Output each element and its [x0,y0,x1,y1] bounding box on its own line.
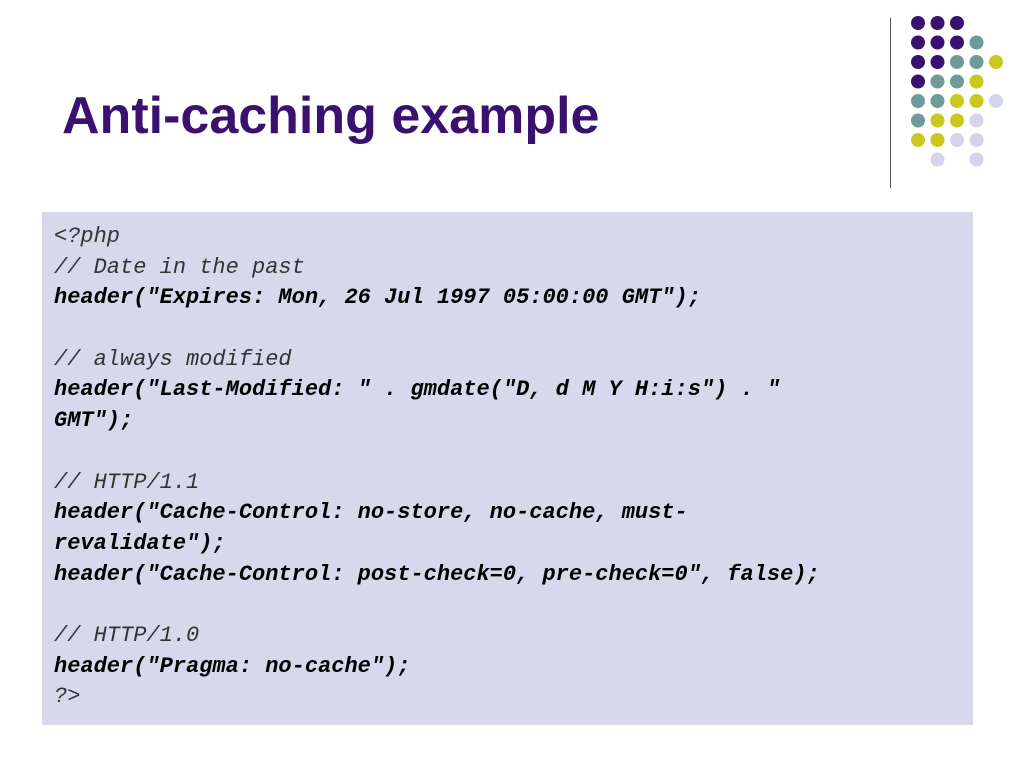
code-statement-line: header("Cache-Control: post-check=0, pre… [54,561,820,587]
code-blank-line [54,437,961,468]
decorative-dot [911,35,925,50]
decorative-dot [989,55,1003,69]
decorative-dot [930,133,945,147]
code-block: <?php // Date in the past header("Expires:… [42,212,973,725]
decorative-dot [950,94,964,108]
decorative-dot [950,16,964,30]
decorative-dot [969,94,984,108]
decorative-dot [930,152,945,167]
decorative-dot [969,35,984,50]
decorative-dot [989,94,1003,108]
code-comment-line: ?> [54,684,81,710]
decorative-dot [950,55,964,69]
decorative-dot [911,74,925,89]
decorative-dot [969,55,984,69]
code-comment-line: <?php [54,224,121,249]
code-blank-line [54,314,961,345]
decorative-dot [930,113,945,128]
decorative-dot [930,74,945,89]
decorative-dot [950,74,964,89]
decorative-dot [969,152,984,167]
decorative-dot [969,74,984,89]
code-statement-line: header("Pragma: no-cache"); [54,653,411,679]
decorative-dot [911,55,925,69]
title-divider-line [890,18,891,188]
code-comment-line: // always modified [54,346,292,372]
code-blank-line [54,590,961,621]
code-statement-line: GMT"); [54,408,134,434]
decorative-dot [950,113,964,128]
decorative-dot [911,133,925,147]
decorative-dot [950,133,964,147]
code-statement-line: header("Last-Modified: " . gmdate("D, d … [54,377,781,403]
code-statement-line: revalidate"); [54,530,226,556]
decorative-dot [950,35,964,50]
decorative-dot [930,35,945,50]
decorative-dot [911,94,925,108]
decorative-dot [930,16,945,30]
decorative-dot [930,55,945,69]
decorative-dot [930,94,945,108]
code-statement-line: header("Cache-Control: no-store, no-cach… [54,500,688,526]
decorative-dot [911,113,925,128]
decorative-dot [969,133,984,147]
decorative-dot [969,113,984,128]
code-comment-line: // HTTP/1.0 [54,622,200,648]
code-comment-line: // Date in the past [54,254,305,280]
code-statement-line: header("Expires: Mon, 26 Jul 1997 05:00:… [54,285,701,311]
decorative-dot [911,16,925,30]
code-comment-line: // HTTP/1.1 [54,469,200,495]
slide-title: Anti-caching example [62,87,600,145]
